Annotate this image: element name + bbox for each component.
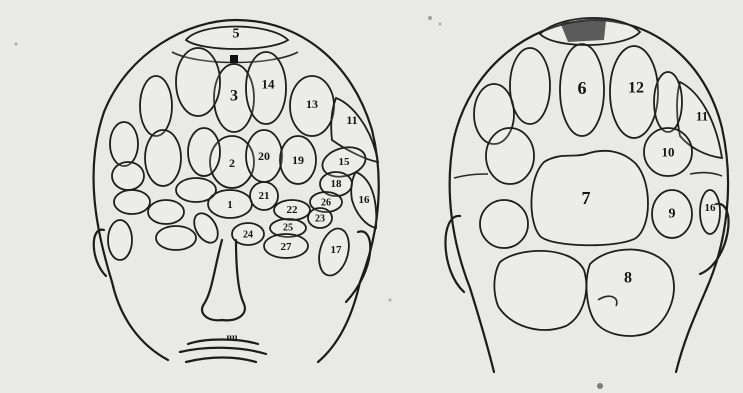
front-head: ıuı (94, 20, 379, 362)
front-label-21: 21 (259, 190, 270, 202)
back-neck-right (676, 290, 706, 372)
back-region-mid-left-outline (486, 128, 534, 184)
back-region-lower-left-outline (480, 200, 528, 248)
front-cap-marker (230, 55, 238, 63)
back-cap-smudge (560, 20, 606, 42)
front-region-left-c (110, 122, 138, 166)
back-left-ear (445, 216, 464, 292)
back-label-10: 10 (662, 145, 675, 160)
front-label-2: 2 (229, 156, 235, 170)
front-region-left-i (108, 220, 132, 260)
front-region-left-b (145, 130, 181, 186)
front-label-3: 3 (230, 88, 238, 105)
back-label-9: 9 (669, 207, 676, 222)
front-region-upper-left-outline (176, 48, 220, 116)
front-region-mid-left (188, 128, 220, 176)
front-label-25: 25 (283, 223, 293, 234)
front-label-23: 23 (315, 214, 325, 225)
back-label-16: 16 (705, 202, 717, 214)
front-region-left-a (140, 76, 172, 136)
front-nose (202, 240, 245, 320)
front-label-16: 16 (359, 194, 371, 206)
front-region-left-e (114, 190, 150, 214)
front-mouth (180, 340, 266, 363)
front-label-11: 11 (346, 113, 357, 127)
back-label-11: 11 (696, 109, 708, 124)
front-label-5: 5 (233, 27, 240, 42)
front-label-15: 15 (339, 156, 351, 168)
front-label-17: 17 (331, 244, 343, 256)
back-region-upper-right-outline (654, 72, 682, 132)
back-label-7: 7 (582, 188, 591, 208)
front-label-14: 14 (262, 77, 276, 92)
front-label-22: 22 (287, 204, 299, 216)
front-label-20: 20 (258, 149, 270, 163)
front-mouth-mark: ıuı (226, 333, 237, 344)
front-label-13: 13 (306, 97, 318, 111)
back-label-12: 12 (628, 80, 644, 97)
back-neck-left (470, 288, 494, 372)
front-label-24: 24 (243, 230, 253, 241)
back-label-8: 8 (624, 270, 632, 287)
back-region-upper-left-outline (510, 48, 550, 124)
back-region-8-outline (587, 249, 674, 336)
front-region-left-g (156, 226, 196, 250)
front-face-outline (112, 282, 168, 360)
front-label-1: 1 (227, 199, 233, 211)
front-region-left-d (112, 162, 144, 190)
front-label-26: 26 (321, 198, 331, 209)
back-label-6: 6 (578, 78, 587, 98)
back-region-lower-middle-outline (494, 251, 586, 330)
front-label-27: 27 (281, 241, 293, 253)
back-head: 6 12 11 10 7 9 16 8 (445, 18, 728, 372)
front-label-18: 18 (331, 178, 343, 190)
front-region-left-f (148, 200, 184, 224)
front-label-19: 19 (292, 153, 304, 167)
